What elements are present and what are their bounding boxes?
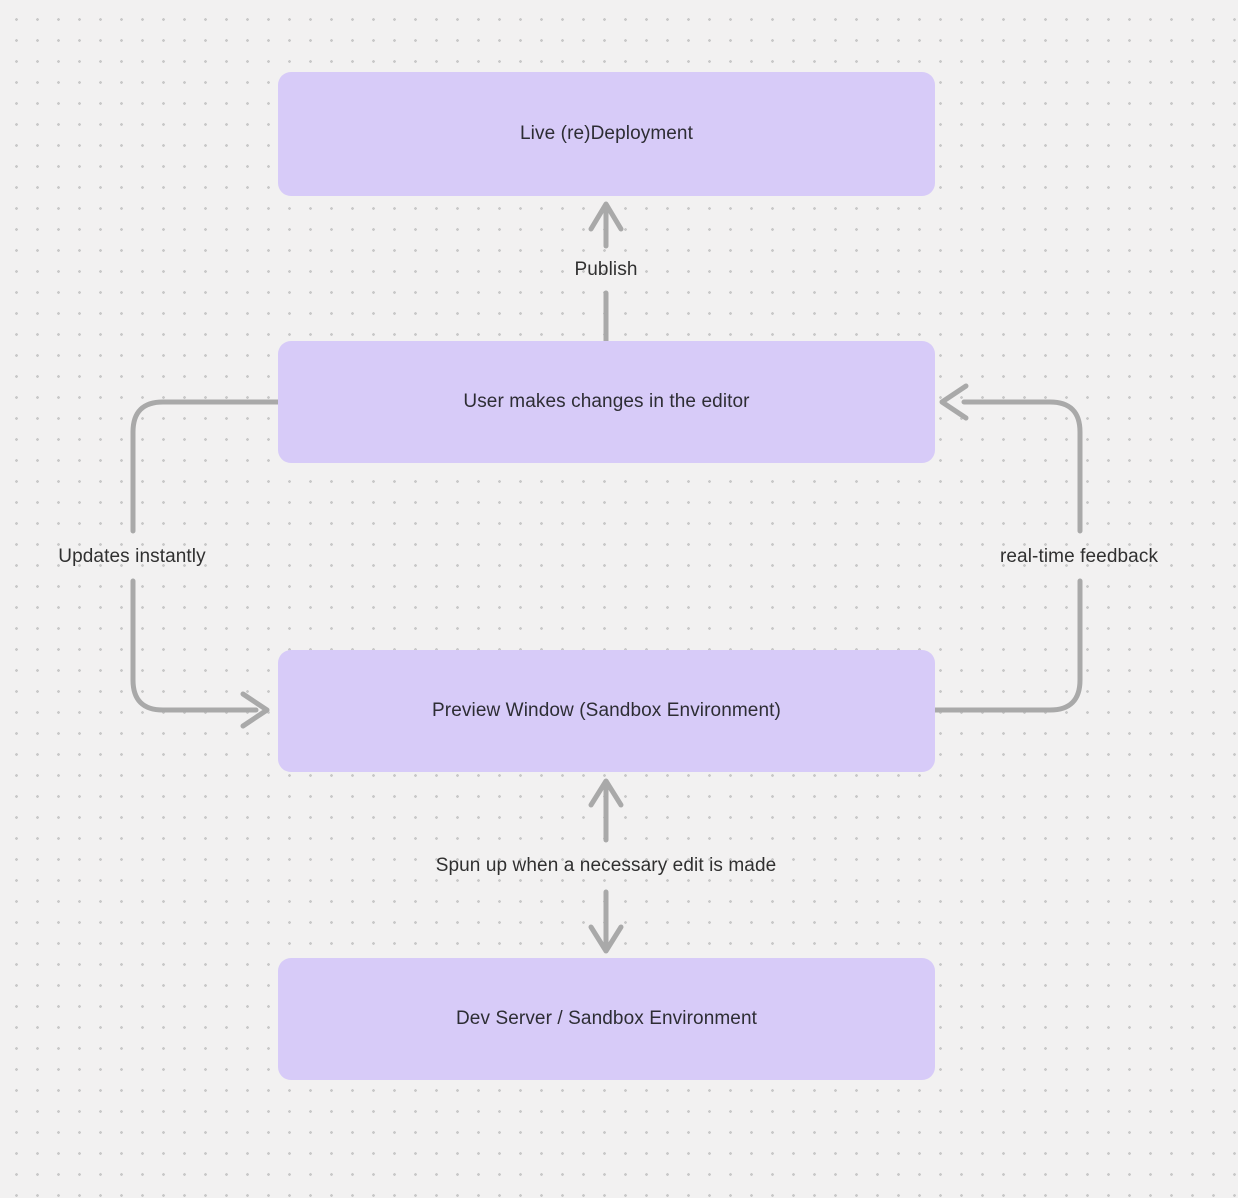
edge-label-publish: Publish (574, 259, 638, 280)
node-live-deployment: Live (re)Deployment (278, 72, 935, 196)
edge-label-spun-up: Spun up when a necessary edit is made (435, 855, 777, 876)
node-preview-window: Preview Window (Sandbox Environment) (278, 650, 935, 772)
connector-real-time-feedback (932, 383, 1083, 713)
connector-updates-instantly (130, 399, 281, 729)
node-label: Dev Server / Sandbox Environment (455, 1008, 757, 1029)
node-label: Live (re)Deployment (520, 123, 693, 144)
node-user-editor: User makes changes in the editor (278, 341, 935, 463)
connector-publish (588, 201, 624, 344)
edge-label-updates-instantly: Updates instantly (58, 546, 206, 567)
node-label: Preview Window (Sandbox Environment) (432, 700, 781, 721)
edge-label-real-time-feedback: real-time feedback (999, 546, 1159, 567)
node-label: User makes changes in the editor (463, 391, 750, 412)
node-dev-server: Dev Server / Sandbox Environment (278, 958, 935, 1080)
connector-spun-up (588, 778, 624, 954)
